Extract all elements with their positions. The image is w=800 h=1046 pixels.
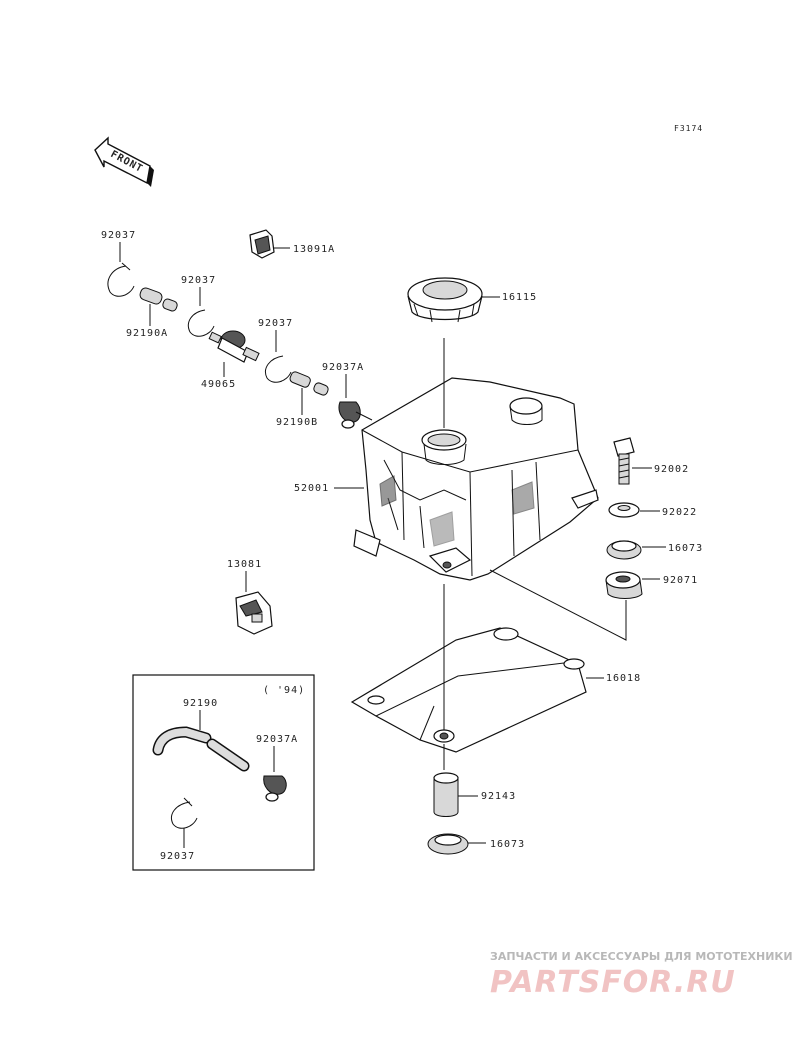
clamp-92037-third — [265, 355, 292, 383]
hose-92190b — [289, 371, 329, 396]
label-52001: 52001 — [294, 483, 329, 494]
inset-box — [132, 674, 315, 871]
damper-92071 — [605, 571, 643, 599]
grommet-16073-top — [606, 540, 642, 560]
label-92037a-a: 92037A — [322, 362, 364, 373]
label-92190: 92190 — [183, 698, 218, 709]
filter-49065 — [208, 330, 260, 363]
label-49065: 49065 — [201, 379, 236, 390]
label-92190b: 92190B — [276, 417, 318, 428]
label-16073-a: 16073 — [668, 543, 703, 554]
label-16018: 16018 — [606, 673, 641, 684]
tray-16018 — [350, 627, 587, 753]
damper-block-13081 — [235, 591, 273, 635]
hose-92190a — [139, 287, 178, 312]
fuel-cap-16115 — [407, 277, 483, 323]
collar-92143 — [433, 772, 459, 817]
inset-year-label: ( '94) — [263, 685, 305, 696]
clamp-92037-top — [107, 262, 135, 297]
label-92037a-b: 92037A — [256, 734, 298, 745]
bolt-92002 — [613, 437, 635, 485]
label-92037-a: 92037 — [101, 230, 136, 241]
fuel-tank-52001 — [353, 377, 599, 581]
label-92071: 92071 — [663, 575, 698, 586]
label-92037-c: 92037 — [258, 318, 293, 329]
clamp-92037a-inset — [263, 775, 287, 802]
label-16115: 16115 — [502, 292, 537, 303]
label-92143: 92143 — [481, 791, 516, 802]
hose-92190 — [152, 726, 250, 772]
grommet-16073-bottom — [427, 833, 469, 855]
label-92002: 92002 — [654, 464, 689, 475]
label-16073-b: 16073 — [490, 839, 525, 850]
label-92037-d: 92037 — [160, 851, 195, 862]
label-13091a: 13091A — [293, 244, 335, 255]
bracket-13091a — [249, 229, 275, 259]
watermark-tagline: ЗАПЧАСТИ И АКСЕССУАРЫ ДЛЯ МОТОТЕХНИКИ — [490, 950, 793, 963]
label-13081: 13081 — [227, 559, 262, 570]
clamp-92037-inset — [171, 797, 198, 829]
watermark-brand: PARTSFOR.RU — [490, 965, 736, 1000]
diagram-ref-code: F3174 — [674, 124, 703, 133]
clamp-92037a — [338, 401, 361, 429]
label-92037-b: 92037 — [181, 275, 216, 286]
label-92190a: 92190A — [126, 328, 168, 339]
washer-92022 — [608, 502, 640, 518]
front-arrow-icon: FRONT — [94, 136, 154, 187]
label-92022: 92022 — [662, 507, 697, 518]
clamp-92037-second — [187, 309, 215, 337]
